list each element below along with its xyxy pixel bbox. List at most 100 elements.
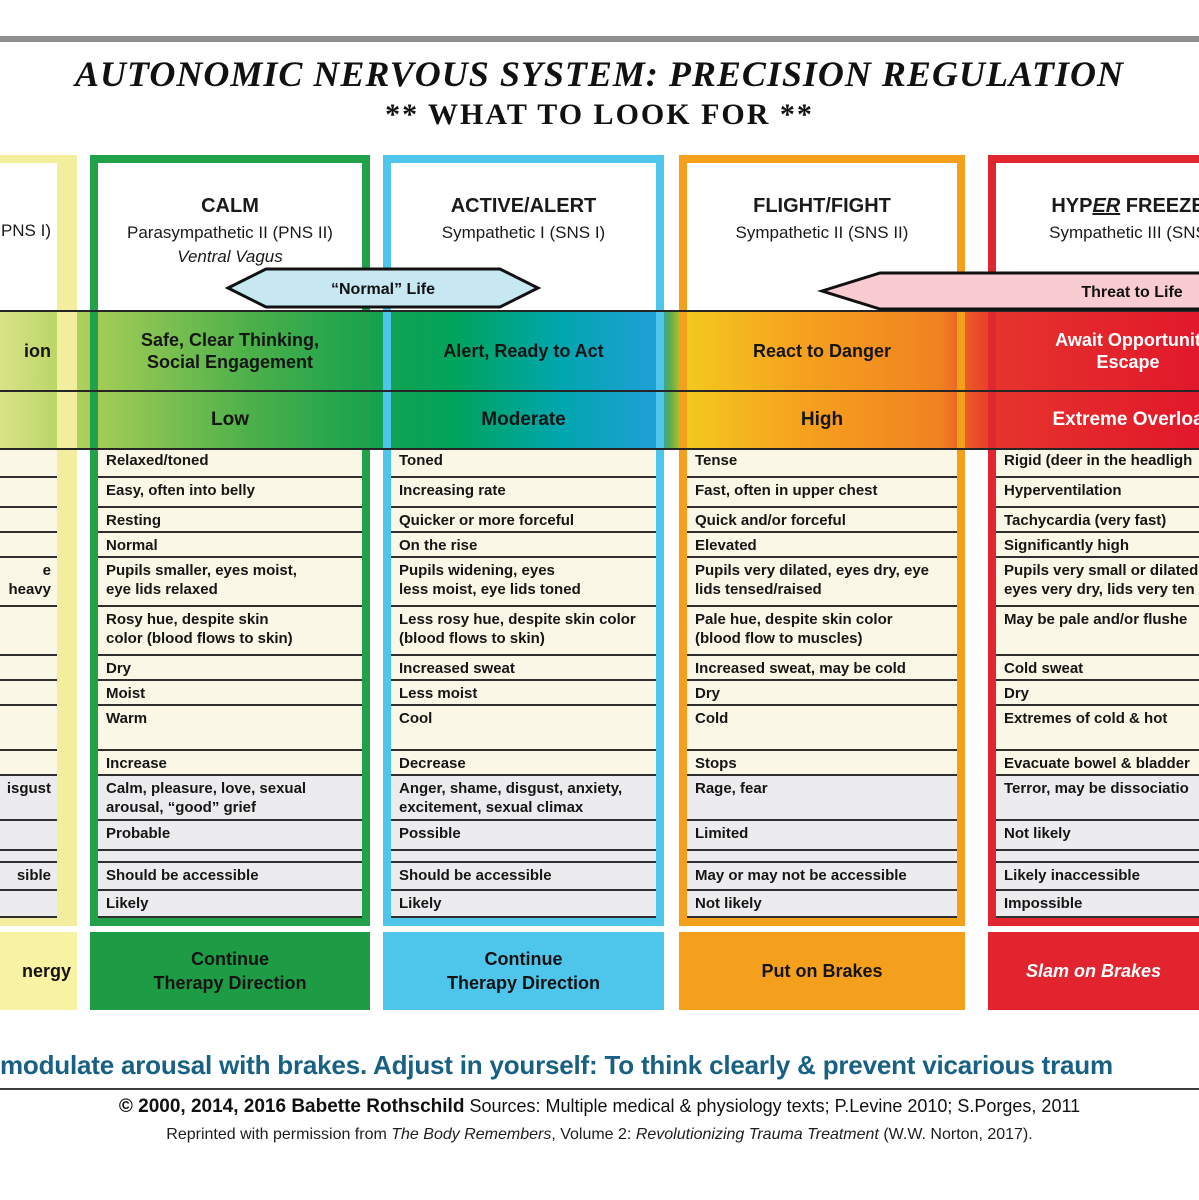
underlined-er: ER [1092, 195, 1121, 217]
column-bands: ion [0, 312, 57, 448]
normal-life-arrow-label: “Normal” Life [331, 281, 435, 298]
column-subtitle-fragment: PNS I) [0, 221, 51, 240]
column-title: ACTIVE/ALERT [450, 195, 597, 217]
table-cell: Pupils smaller, eyes moist, eye lids rel… [98, 558, 362, 607]
column-title: FLIGHT/FIGHT [753, 195, 891, 217]
copyright-author: © 2000, 2014, 2016 Babette Rothschild [118, 1096, 465, 1117]
table-cell [996, 851, 1199, 863]
table-cell: Possible [391, 821, 656, 851]
arousal-cell: Low [211, 409, 249, 430]
table-cell: Relaxed/toned [98, 448, 362, 478]
action-bar-active-alert: Continue Therapy Direction [383, 932, 664, 1010]
table-cell [0, 821, 57, 851]
copyright-sources: Sources: Multiple medical & physiology t… [464, 1096, 1081, 1116]
table-cell: May or may not be accessible [687, 863, 957, 891]
table-cell: Pupils widening, eyes less moist, eye li… [391, 558, 656, 607]
column-subtitle: Parasympathetic II (PNS II) [127, 223, 333, 242]
table-cell: Rage, fear [687, 776, 957, 821]
table-cell [0, 751, 57, 776]
table-cell: Should be accessible [98, 863, 362, 891]
band-middle-line [0, 390, 1199, 392]
table-cell: Significantly high [996, 533, 1199, 558]
table-cell: Dry [98, 656, 362, 681]
column-subtitle: Sympathetic III (SNS [1049, 223, 1199, 242]
table-cell: Warm [98, 706, 362, 751]
table-cell: Easy, often into belly [98, 478, 362, 508]
table-cell: Increased sweat, may be cold [687, 656, 957, 681]
table-cell [0, 891, 57, 918]
table-cell: Extremes of cold & hot [996, 706, 1199, 751]
state-cell: Await Opportunit Escape [1055, 330, 1199, 372]
state-cell: Alert, Ready to Act [443, 341, 604, 361]
table-cell: Increasing rate [391, 478, 656, 508]
table-cell [0, 656, 57, 681]
page-title-line1: AUTONOMIC NERVOUS SYSTEM: PRECISION REGU… [75, 54, 1124, 94]
column-bands: Alert, Ready to Act Moderate [391, 312, 656, 448]
table-cell: Should be accessible [391, 863, 656, 891]
state-cell: ion [24, 341, 51, 361]
table-cell: Limited [687, 821, 957, 851]
table-cell: Rosy hue, despite skin color (blood flow… [98, 607, 362, 656]
table-cell [0, 706, 57, 751]
table-cell: Less moist [391, 681, 656, 706]
table-cell: Elevated [687, 533, 957, 558]
table-cell [0, 533, 57, 558]
table-cell [0, 508, 57, 533]
table-cell: Tachycardia (very fast) [996, 508, 1199, 533]
action-bar-calm: Continue Therapy Direction [90, 932, 370, 1010]
column-rows: Rigid (deer in the headligh Hyperventila… [996, 448, 1199, 918]
table-cell: Evacuate bowel & bladder [996, 751, 1199, 776]
normal-life-arrow: “Normal” Life [224, 267, 542, 309]
table-cell: Terror, may be dissociatio [996, 776, 1199, 821]
table-cell: Impossible [996, 891, 1199, 918]
arousal-cell: Moderate [481, 409, 566, 430]
page-title: AUTONOMIC NERVOUS SYSTEM: PRECISION REGU… [0, 52, 1199, 134]
column-subtitle-2: Ventral Vagus [177, 247, 283, 266]
action-bar-flight-fight: Put on Brakes [679, 932, 965, 1010]
table-cell: Cold [687, 706, 957, 751]
table-cell: Dry [687, 681, 957, 706]
column-flight-fight: FLIGHT/FIGHT Sympathetic II (SNS II) Rea… [679, 155, 965, 926]
column-bands: Await Opportunit Escape Extreme Overloa [996, 312, 1199, 448]
table-cell: On the rise [391, 533, 656, 558]
column-subtitle: Sympathetic I (SNS I) [441, 223, 606, 242]
table-cell: Less rosy hue, despite skin color (blood… [391, 607, 656, 656]
table-cell: Cold sweat [996, 656, 1199, 681]
table-cell: Dry [996, 681, 1199, 706]
threat-to-life-arrow: Threat to Life [816, 271, 1199, 311]
table-cell: Quick and/or forceful [687, 508, 957, 533]
arousal-cell: Extreme Overloa [1052, 409, 1199, 430]
table-cell: Rigid (deer in the headligh [996, 448, 1199, 478]
table-cell: Likely [98, 891, 362, 918]
action-bar-hyper-freeze: Slam on Brakes [988, 932, 1199, 1010]
table-cell: Not likely [996, 821, 1199, 851]
column-header: PNS I) [0, 163, 57, 312]
table-cell: Resting [98, 508, 362, 533]
column-hypo-freeze-cut: PNS I) ion e heavy isgust sible [0, 155, 77, 926]
table-cell: Tense [687, 448, 957, 478]
table-cell: Stops [687, 751, 957, 776]
table-cell: Calm, pleasure, love, sexual arousal, “g… [98, 776, 362, 821]
reprint-line: Reprinted with permission from The Body … [166, 1126, 1033, 1143]
table-cell [0, 607, 57, 656]
table-cell: Probable [98, 821, 362, 851]
table-cell: e heavy [0, 558, 57, 607]
table-cell [0, 478, 57, 508]
column-rows: e heavy isgust sible [0, 448, 57, 918]
bottom-headline: modulate arousal with brakes. Adjust in … [0, 1050, 1113, 1080]
table-cell: Pupils very dilated, eyes dry, eye lids … [687, 558, 957, 607]
arousal-gradient-band [0, 312, 1199, 448]
column-title: HYPER FREEZE [1051, 195, 1199, 217]
table-cell [391, 851, 656, 863]
table-cell: sible [0, 863, 57, 891]
column-rows: Tense Fast, often in upper chest Quick a… [687, 448, 957, 918]
state-cell: Safe, Clear Thinking, Social Engagement [140, 330, 320, 372]
column-rows: Toned Increasing rate Quicker or more fo… [391, 448, 656, 918]
table-cell: Toned [391, 448, 656, 478]
table-cell: Anger, shame, disgust, anxiety, exciteme… [391, 776, 656, 821]
band-top-line [0, 310, 1199, 312]
table-cell: Pupils very small or dilated eyes very d… [996, 558, 1199, 607]
table-cell: Moist [98, 681, 362, 706]
band-bottom-line [0, 448, 1199, 450]
action-bar-hypo-fragment: nergy [0, 932, 77, 1010]
